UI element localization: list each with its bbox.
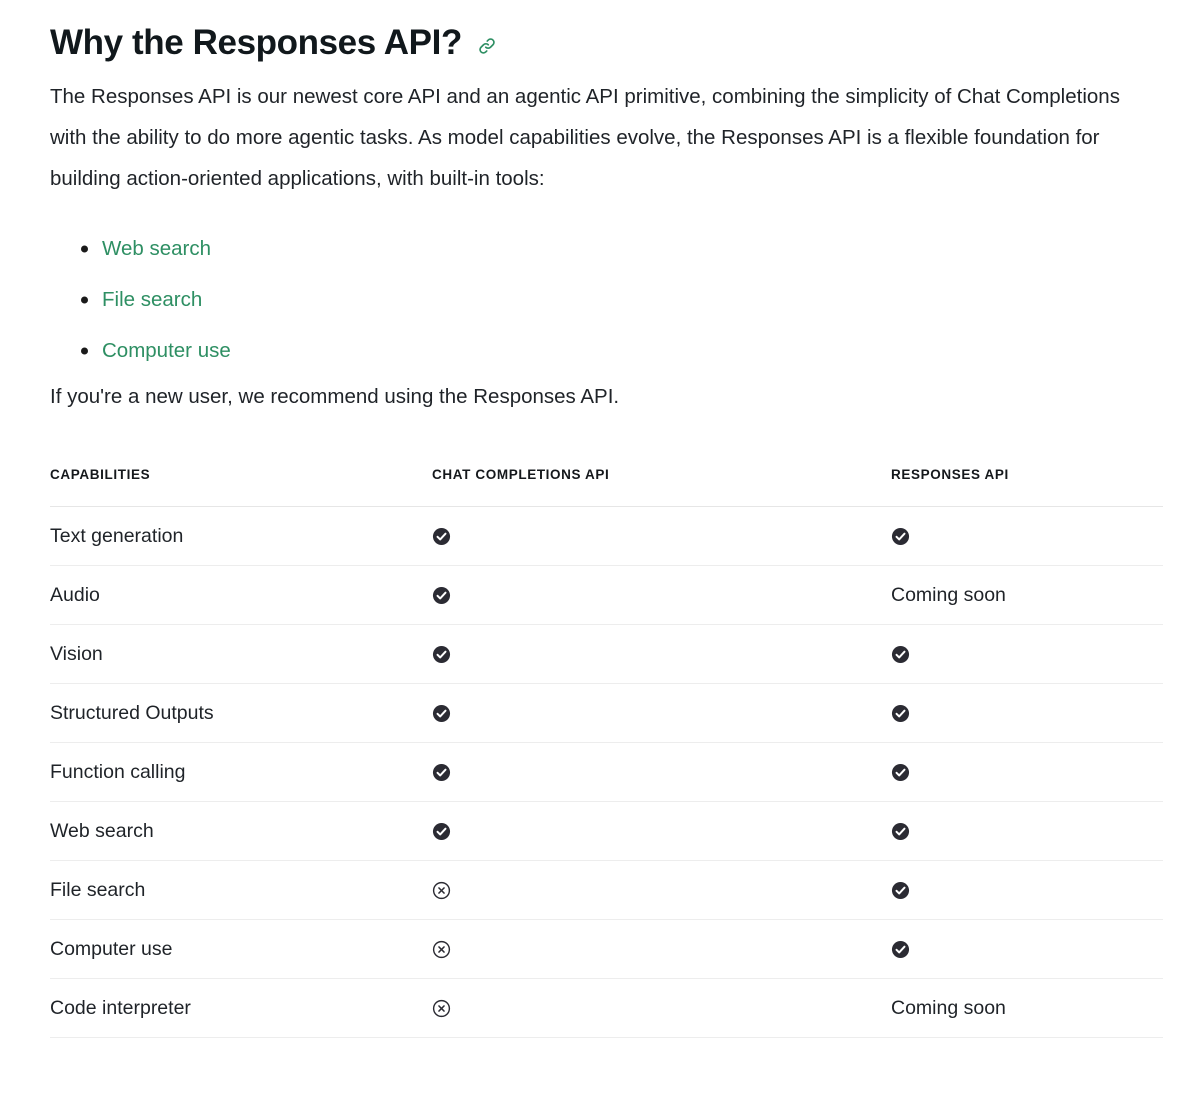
cell-chat-completions <box>432 978 891 1038</box>
cell-chat-completions <box>432 919 891 979</box>
check-circle-filled-icon <box>891 763 910 782</box>
check-circle-filled-icon <box>432 527 451 546</box>
recommendation-paragraph: If you're a new user, we recommend using… <box>50 385 620 408</box>
check-circle-filled-icon <box>432 822 451 841</box>
cell-chat-completions <box>432 742 891 802</box>
check-circle-filled-icon <box>432 645 451 664</box>
capability-comparison-table: CAPABILITIES CHAT COMPLETIONS API RESPON… <box>50 462 1163 1038</box>
table-row: File search <box>50 860 1163 920</box>
table-row: Text generation <box>50 506 1163 566</box>
cell-capability: Vision <box>50 624 432 684</box>
column-header-capabilities: CAPABILITIES <box>50 462 432 507</box>
table-row: Structured Outputs <box>50 683 1163 743</box>
cell-capability: Text generation <box>50 506 432 566</box>
cell-responses <box>891 919 1163 979</box>
heading-row: Why the Responses API? <box>50 14 1164 72</box>
link-icon[interactable] <box>476 35 498 57</box>
table-row: Computer use <box>50 919 1163 979</box>
table-header: CAPABILITIES CHAT COMPLETIONS API RESPON… <box>50 462 1163 507</box>
cell-chat-completions <box>432 506 891 566</box>
check-circle-filled-icon <box>432 586 451 605</box>
table-row: Code interpreter Coming soon <box>50 978 1163 1038</box>
cell-responses <box>891 801 1163 861</box>
check-circle-filled-icon <box>891 881 910 900</box>
column-header-chat-completions-api: CHAT COMPLETIONS API <box>432 462 891 507</box>
x-circle-outline-icon <box>432 999 451 1018</box>
cell-chat-completions <box>432 565 891 625</box>
cell-capability: File search <box>50 860 432 920</box>
cell-capability: Audio <box>50 565 432 625</box>
x-circle-outline-icon <box>432 940 451 959</box>
tool-link-web-search[interactable]: Web search <box>102 236 212 260</box>
cell-chat-completions <box>432 860 891 920</box>
table-row: Function calling <box>50 742 1163 802</box>
document-page: Why the Responses API? The Responses API… <box>0 0 1200 1038</box>
column-header-responses-api: RESPONSES API <box>891 462 1163 507</box>
cell-responses <box>891 860 1163 920</box>
check-circle-filled-icon <box>891 704 910 723</box>
tool-link-file-search[interactable]: File search <box>102 287 203 311</box>
cell-capability: Web search <box>50 801 432 861</box>
status-text-responses: Coming soon <box>891 583 1006 606</box>
table-row: Web search <box>50 801 1163 861</box>
cell-responses: Coming soon <box>891 565 1163 625</box>
cell-responses <box>891 624 1163 684</box>
check-circle-filled-icon <box>891 940 910 959</box>
cell-chat-completions <box>432 801 891 861</box>
table-row: Vision <box>50 624 1163 684</box>
list-item: Web search <box>50 223 1164 274</box>
check-circle-filled-icon <box>432 763 451 782</box>
table-row: Audio Coming soon <box>50 565 1163 625</box>
check-circle-filled-icon <box>891 527 910 546</box>
check-circle-filled-icon <box>432 704 451 723</box>
page-title: Why the Responses API? <box>50 23 462 62</box>
x-circle-outline-icon <box>432 881 451 900</box>
list-item: Computer use <box>50 325 1164 376</box>
cell-capability: Computer use <box>50 919 432 979</box>
cell-chat-completions <box>432 624 891 684</box>
table-header-row: CAPABILITIES CHAT COMPLETIONS API RESPON… <box>50 462 1163 507</box>
cell-responses: Coming soon <box>891 978 1163 1038</box>
list-item: File search <box>50 274 1164 325</box>
check-circle-filled-icon <box>891 822 910 841</box>
tool-link-computer-use[interactable]: Computer use <box>102 338 231 362</box>
cell-capability: Structured Outputs <box>50 683 432 743</box>
cell-capability: Function calling <box>50 742 432 802</box>
check-circle-filled-icon <box>891 645 910 664</box>
status-text-responses: Coming soon <box>891 996 1006 1019</box>
cell-chat-completions <box>432 683 891 743</box>
intro-paragraph: The Responses API is our newest core API… <box>50 85 1120 190</box>
built-in-tools-list: Web search File search Computer use <box>50 223 1164 376</box>
cell-responses <box>891 506 1163 566</box>
cell-responses <box>891 683 1163 743</box>
cell-responses <box>891 742 1163 802</box>
cell-capability: Code interpreter <box>50 978 432 1038</box>
